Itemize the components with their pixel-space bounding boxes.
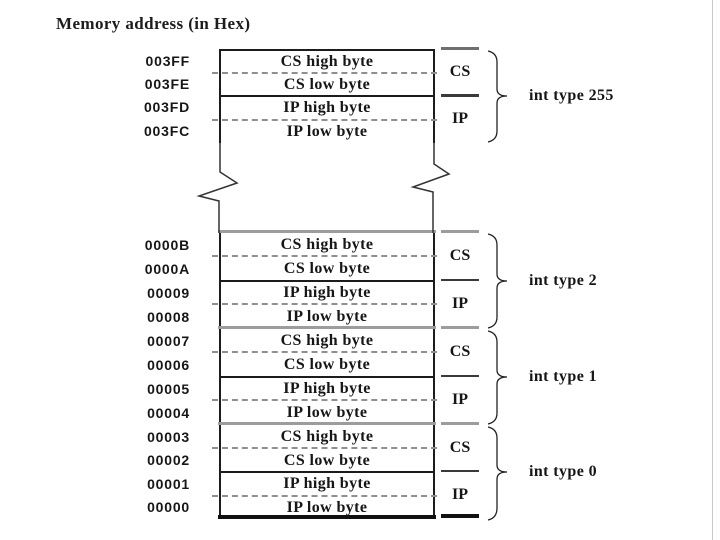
address-label: 0000B bbox=[144, 237, 190, 253]
address-label: 0000A bbox=[144, 261, 190, 277]
brace-int-type-255-icon bbox=[487, 50, 508, 143]
memory-cell: CS low byte bbox=[283, 451, 371, 469]
group-boundary bbox=[218, 422, 436, 425]
int-type-label: int type 1 bbox=[529, 368, 597, 385]
register-label-ip: IP bbox=[452, 391, 468, 408]
memory-cell: IP high byte bbox=[283, 99, 371, 116]
brace-int-type-2-icon bbox=[487, 233, 508, 329]
register-label-cs: CS bbox=[449, 247, 471, 264]
brace-int-type-1-icon bbox=[487, 330, 508, 425]
byte-separator-dashed bbox=[212, 399, 437, 401]
address-label: 00008 bbox=[147, 309, 190, 325]
memory-cell: CS high byte bbox=[280, 52, 374, 70]
table-left-border bbox=[219, 233, 221, 516]
address-label: 00003 bbox=[147, 429, 190, 445]
break-zigzag-right-icon bbox=[410, 143, 451, 233]
cs-ip-separator bbox=[220, 280, 434, 282]
break-zigzag-left-icon bbox=[196, 143, 239, 233]
int-type-label: int type 0 bbox=[529, 463, 597, 480]
cs-ip-separator bbox=[220, 376, 434, 378]
address-label: 00005 bbox=[147, 381, 190, 397]
cs-ip-separator bbox=[220, 471, 434, 473]
memory-cell: CS low byte bbox=[283, 75, 371, 93]
register-column-rule bbox=[441, 422, 479, 425]
address-label: 003FD bbox=[143, 99, 190, 115]
table-bottom-border bbox=[218, 515, 436, 519]
address-label: 00006 bbox=[147, 357, 190, 373]
memory-cell: IP low byte bbox=[286, 498, 368, 516]
address-label: 00007 bbox=[147, 333, 190, 349]
byte-separator-dashed bbox=[212, 119, 437, 121]
address-label: 003FE bbox=[144, 76, 190, 92]
address-label: 00004 bbox=[147, 405, 190, 421]
register-column-rule bbox=[441, 470, 479, 472]
register-label-ip: IP bbox=[452, 486, 468, 503]
memory-cell: CS high byte bbox=[280, 236, 374, 253]
int-type-label: int type 255 bbox=[529, 87, 614, 104]
register-label-cs: CS bbox=[449, 63, 471, 80]
slide-edge bbox=[712, 0, 713, 540]
register-column-rule bbox=[441, 47, 479, 50]
memory-cell: CS high byte bbox=[280, 332, 374, 349]
memory-cell: CS low byte bbox=[283, 356, 371, 373]
register-label-cs: CS bbox=[449, 343, 471, 360]
cs-ip-separator bbox=[220, 95, 434, 97]
address-label: 00000 bbox=[147, 499, 190, 515]
memory-cell: IP low byte bbox=[286, 122, 368, 140]
group-boundary bbox=[218, 230, 436, 233]
table-top-border bbox=[220, 49, 434, 51]
memory-cell: IP high byte bbox=[283, 380, 371, 397]
memory-cell: IP low byte bbox=[286, 308, 368, 325]
address-label: 00009 bbox=[147, 285, 190, 301]
byte-separator-dashed bbox=[212, 303, 437, 305]
register-column-rule bbox=[441, 230, 479, 233]
address-label: 003FC bbox=[143, 123, 190, 139]
register-column-rule bbox=[441, 94, 479, 97]
register-label-cs: CS bbox=[449, 439, 471, 456]
byte-separator-dashed bbox=[212, 72, 437, 74]
memory-cell: IP high byte bbox=[283, 475, 371, 492]
byte-separator-dashed bbox=[212, 447, 437, 449]
byte-separator-dashed bbox=[212, 255, 437, 257]
int-type-label: int type 2 bbox=[529, 272, 597, 289]
byte-separator-dashed bbox=[212, 495, 437, 497]
memory-cell: IP low byte bbox=[286, 404, 368, 421]
byte-separator-dashed bbox=[212, 351, 437, 353]
memory-cell: IP high byte bbox=[283, 284, 371, 301]
register-column-rule bbox=[441, 279, 479, 281]
brace-int-type-0-icon bbox=[487, 426, 508, 521]
table-right-border bbox=[433, 233, 435, 516]
group-boundary bbox=[218, 326, 436, 329]
register-column-rule bbox=[441, 375, 479, 377]
memory-cell: CS high byte bbox=[280, 428, 374, 445]
register-column-rule bbox=[441, 326, 479, 329]
memory-cell: CS low byte bbox=[283, 260, 371, 277]
register-label-ip: IP bbox=[452, 110, 468, 127]
address-label: 00002 bbox=[147, 452, 190, 468]
table-right-border bbox=[433, 49, 435, 143]
address-label: 00001 bbox=[147, 476, 190, 492]
page-title: Memory address (in Hex) bbox=[56, 14, 251, 33]
register-column-rule bbox=[441, 514, 479, 518]
address-label: 003FF bbox=[145, 53, 190, 69]
register-label-ip: IP bbox=[452, 295, 468, 312]
